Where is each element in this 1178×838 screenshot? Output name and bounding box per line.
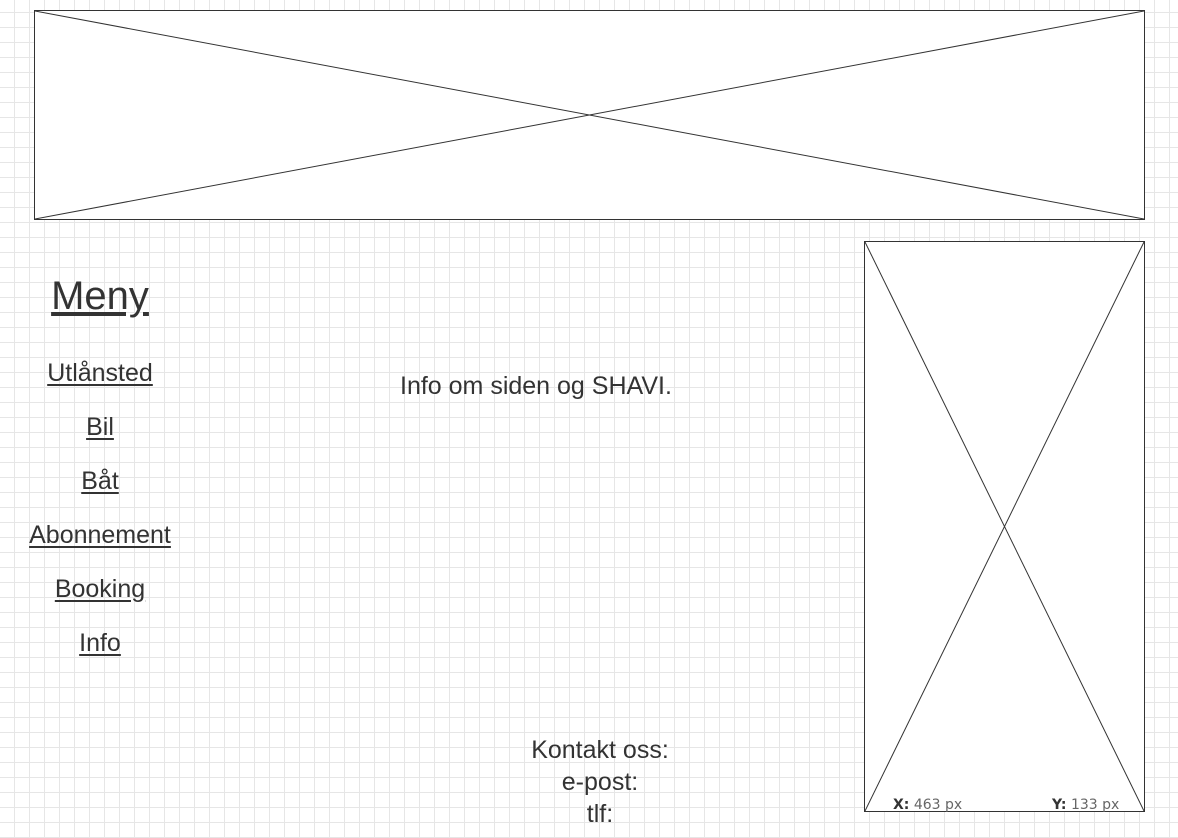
menu-item-bat[interactable]: Båt	[81, 467, 119, 495]
menu-item-abonnement[interactable]: Abonnement	[29, 521, 171, 549]
contact-section: Kontakt oss: e-post: tlf:	[500, 734, 700, 830]
contact-heading: Kontakt oss:	[531, 736, 669, 764]
side-image-placeholder	[864, 241, 1145, 812]
cursor-x-value: 463 px	[913, 797, 963, 813]
cursor-y-value: 133 px	[1070, 797, 1120, 813]
menu-item-booking[interactable]: Booking	[54, 575, 146, 603]
contact-email-label: e-post:	[561, 768, 639, 796]
menu-item-bil[interactable]: Bil	[86, 413, 114, 441]
image-placeholder-icon	[865, 242, 1144, 811]
cursor-x-readout: X: 463 px	[893, 796, 962, 814]
menu-item-info[interactable]: Info	[79, 629, 121, 657]
cursor-x-label: X:	[893, 797, 910, 813]
cursor-y-label: Y:	[1052, 797, 1067, 813]
cursor-y-readout: Y: 133 px	[1052, 796, 1119, 814]
main-menu: Meny Utlånsted Bil Båt Abonnement Bookin…	[0, 270, 200, 670]
page-info-text: Info om siden og SHAVI.	[400, 372, 672, 400]
menu-title[interactable]: Meny	[51, 274, 149, 318]
menu-item-utlansted[interactable]: Utlånsted	[47, 359, 153, 387]
image-placeholder-icon	[35, 11, 1144, 219]
banner-image-placeholder	[34, 10, 1145, 220]
contact-phone-label: tlf:	[586, 800, 614, 828]
